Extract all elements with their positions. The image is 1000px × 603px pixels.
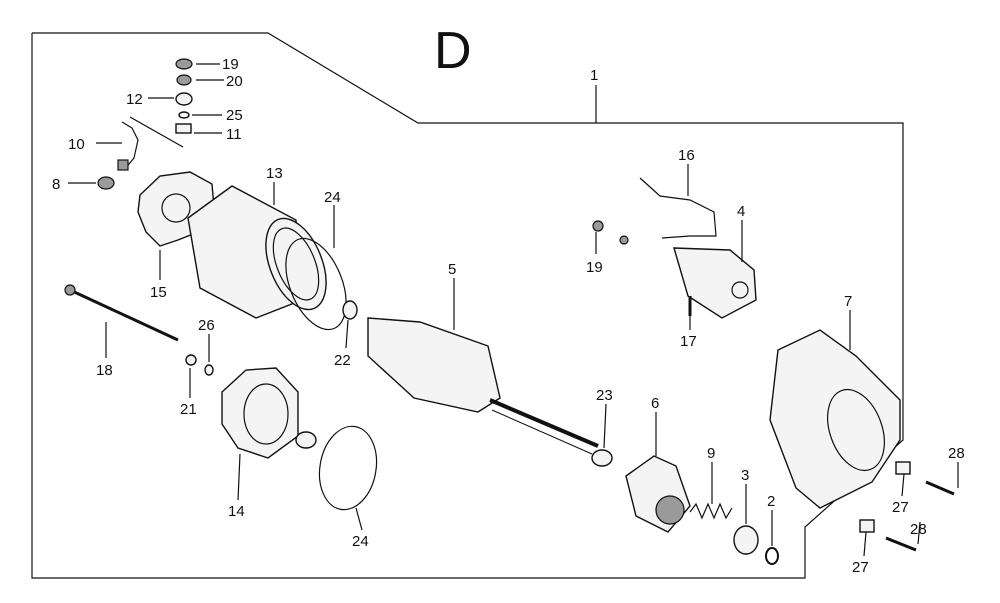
callout-11: 11	[226, 126, 242, 143]
callout-1: 1	[590, 67, 598, 84]
nut	[619, 235, 629, 245]
diagram-title: D	[434, 22, 472, 80]
assembly-boundary	[31, 32, 904, 579]
pinion-gear	[625, 455, 691, 533]
solenoid	[673, 247, 757, 319]
callout-12: 12	[126, 91, 143, 108]
callout-25: 25	[226, 107, 243, 124]
rear-cover	[221, 367, 299, 459]
callout-22: 22	[334, 352, 351, 369]
nut-stack	[129, 58, 193, 148]
callout-7: 7	[844, 293, 852, 310]
callout-14: 14	[228, 503, 245, 520]
callout-16: 16	[678, 147, 695, 164]
callout-10: 10	[68, 136, 85, 153]
grommet	[97, 176, 115, 190]
washer-21	[185, 354, 197, 366]
callout-9: 9	[707, 445, 715, 462]
drive-housing	[769, 329, 901, 509]
bolt-28b	[885, 536, 917, 552]
callout-18: 18	[96, 362, 113, 379]
yoke-housing	[187, 185, 327, 319]
armature	[367, 317, 599, 455]
washer-23	[591, 449, 613, 467]
callout-28: 28	[910, 521, 927, 538]
collar	[733, 525, 759, 555]
callout-17: 17	[680, 333, 697, 350]
circlip	[765, 547, 779, 565]
o-ring-lower	[318, 425, 378, 511]
collar-27a	[895, 461, 911, 475]
callout-13: 13	[266, 165, 283, 182]
callout-4: 4	[737, 203, 745, 220]
o-ring-upper	[285, 237, 347, 331]
terminal-clip	[117, 159, 129, 171]
callout-21: 21	[180, 401, 197, 418]
callout-24: 24	[324, 189, 341, 206]
nut-19	[592, 220, 604, 232]
terminal-lead	[121, 121, 139, 171]
bearing	[295, 431, 317, 449]
collar-27b	[859, 519, 875, 533]
washer-22	[342, 300, 358, 320]
callout-20: 20	[226, 73, 243, 90]
callout-27: 27	[892, 499, 909, 516]
callout-19: 19	[222, 56, 239, 73]
callout-6: 6	[651, 395, 659, 412]
callout-5: 5	[448, 261, 456, 278]
callout-27: 27	[852, 559, 869, 576]
through-bolt	[64, 284, 179, 342]
callout-24: 24	[352, 533, 369, 550]
callout-19: 19	[586, 259, 603, 276]
callout-23: 23	[596, 387, 613, 404]
callout-26: 26	[198, 317, 215, 334]
callout-8: 8	[52, 176, 60, 193]
bolt-28a	[925, 480, 955, 496]
callouts: 1 19 20 12 25 10 11 8 13 24 15 18 26 21 …	[52, 56, 965, 576]
washer-26	[204, 364, 214, 376]
solenoid-lead	[639, 177, 717, 239]
callout-15: 15	[150, 284, 167, 301]
spring	[689, 502, 733, 520]
leader-lines	[68, 63, 959, 557]
callout-2: 2	[767, 493, 775, 510]
callout-28: 28	[948, 445, 965, 462]
callout-3: 3	[741, 467, 749, 484]
